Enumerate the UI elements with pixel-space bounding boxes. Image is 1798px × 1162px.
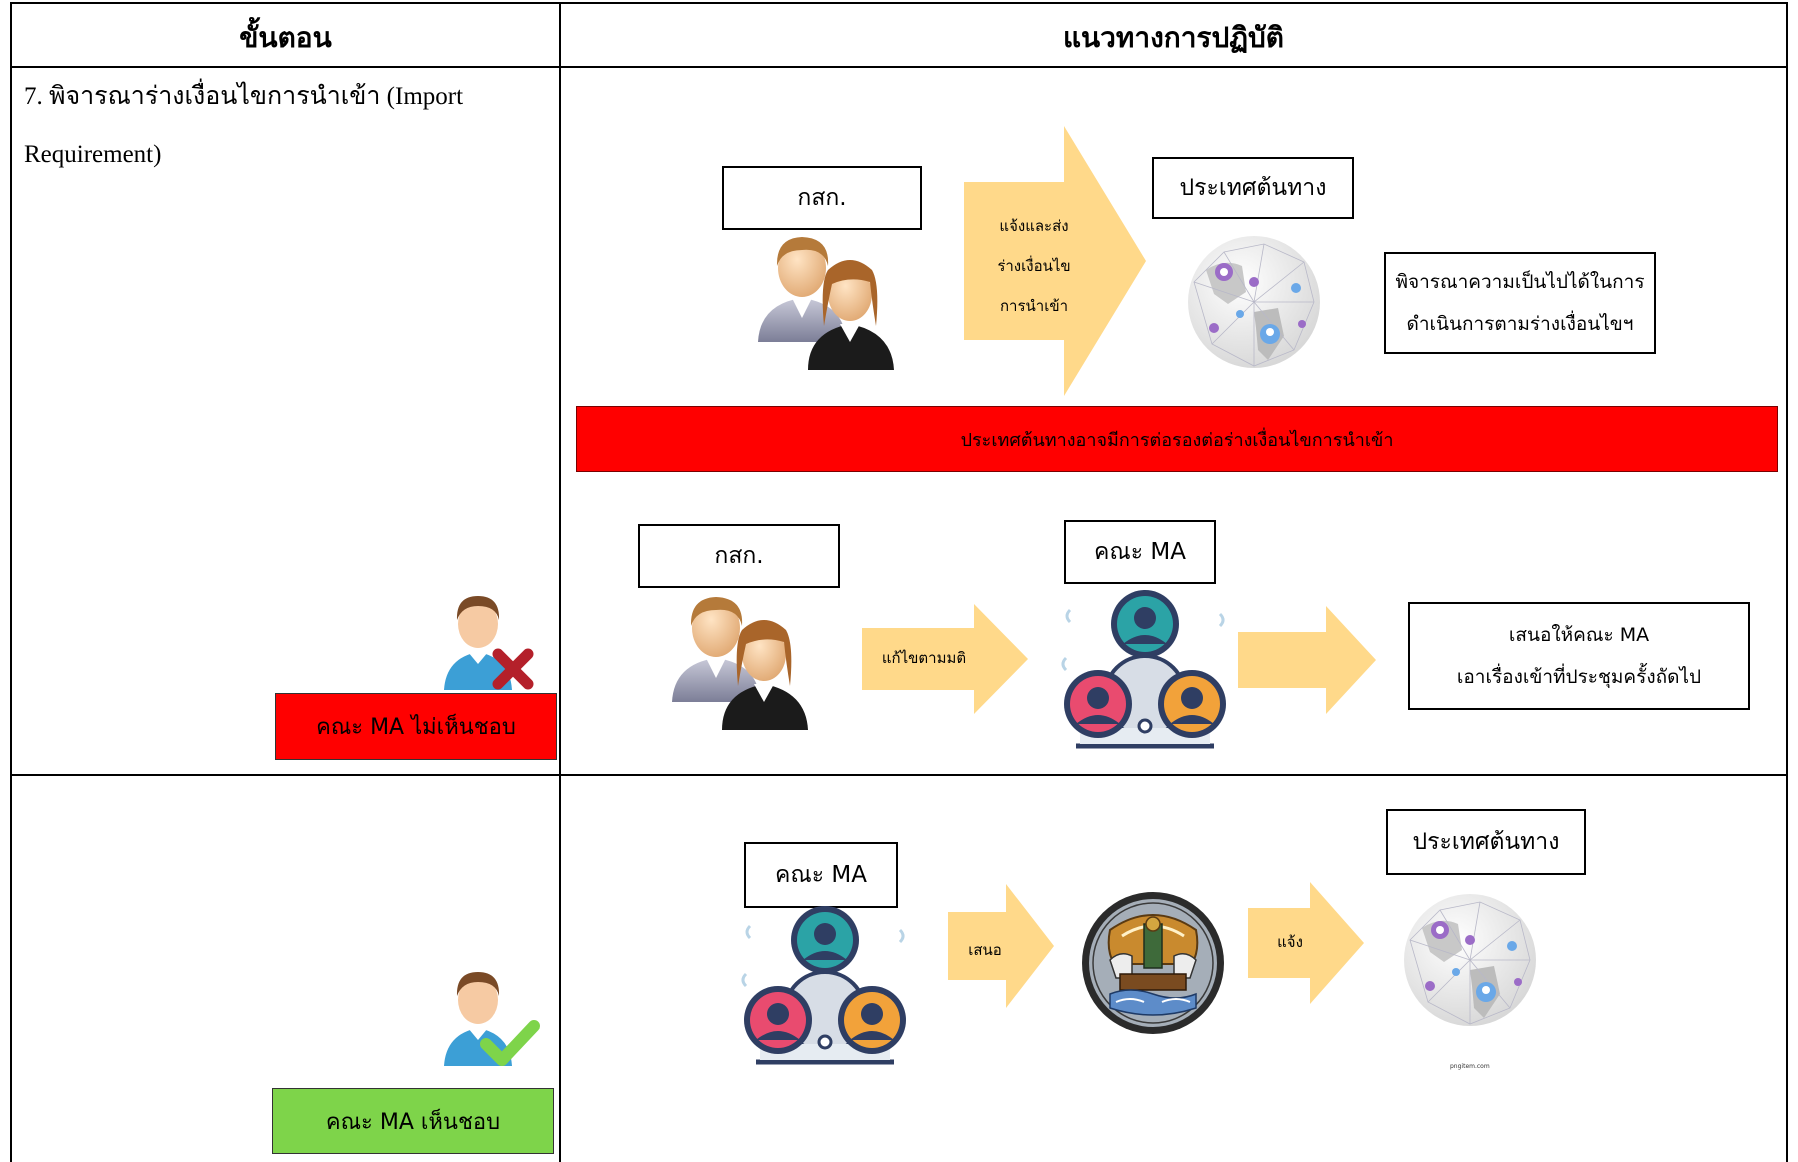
flow1-origin-country-box: ประเทศต้นทาง [1152,157,1354,219]
users-icon [672,597,808,730]
header-row-divider [10,66,1788,68]
step7-title-line1: 7. พิจารณาร่างเงื่อนไขการนำเข้า (Import [24,83,464,110]
column-header-practice: แนวทางการปฏิบัติ [1062,21,1284,54]
propose-next-meeting-arrow [1238,606,1376,714]
send-draft-arrow-line3: การนำเข้า [999,297,1069,315]
table-border-right [1786,2,1788,1162]
flow1-consider-line1: พิจารณาความเป็นไปได้ในการ [1395,271,1645,293]
globe-network-icon [1404,894,1536,1026]
emblem-seal-icon [1082,892,1224,1034]
send-draft-arrow [964,126,1146,396]
users-icon [758,237,894,370]
team-icon [741,906,906,1065]
globe-network-icon [1188,236,1320,368]
image-credit: pngitem.com [1450,1063,1490,1070]
revise-arrow [862,604,1028,714]
flow2-propose-line2: เอาเรื่องเข้าที่ประชุมครั้งถัดไป [1456,666,1702,688]
table-border-top [10,2,1788,4]
flow2-propose-box: เสนอให้คณะ MA เอาเรื่องเข้าที่ประชุมครั้… [1408,602,1750,710]
flow2-agency-box: กสก. [638,524,840,588]
negotiation-banner: ประเทศต้นทางอาจมีการต่อรองต่อร่างเงื่อนไ… [576,406,1778,472]
status-disagree-badge: คณะ MA ไม่เห็นชอบ [275,693,557,760]
send-draft-arrow-line2: ร่างเงื่อนไข [997,257,1071,275]
user-approve-icon [444,972,540,1066]
flow1-consider-box: พิจารณาความเป็นไปได้ในการ ดำเนินการตามร่… [1384,252,1656,354]
status-agree-badge: คณะ MA เห็นชอบ [272,1088,554,1154]
table-border-left [10,2,12,1162]
revise-arrow-label: แก้ไขตามมติ [881,649,967,667]
send-draft-arrow-line1: แจ้งและส่ง [999,217,1069,235]
team-icon [1061,590,1226,749]
flow1-agency-box: กสก. [722,166,922,230]
user-reject-icon [444,596,534,690]
flow3-committee-box: คณะ MA [744,842,898,908]
column-divider [559,2,561,1162]
flow3-origin-country-box: ประเทศต้นทาง [1386,809,1586,875]
column-header-step: ขั้นตอน [239,21,332,54]
step7-title-line2: Requirement) [24,141,162,168]
notify-arrow-label: แจ้ง [1277,933,1303,951]
notify-arrow [1248,882,1364,1004]
row-divider [10,774,1788,776]
flow2-propose-line1: เสนอให้คณะ MA [1508,624,1650,646]
propose-arrow-label: เสนอ [968,941,1002,959]
flow2-committee-box: คณะ MA [1064,520,1216,584]
flow1-consider-line2: ดำเนินการตามร่างเงื่อนไขฯ [1406,313,1634,335]
propose-arrow [948,884,1054,1008]
